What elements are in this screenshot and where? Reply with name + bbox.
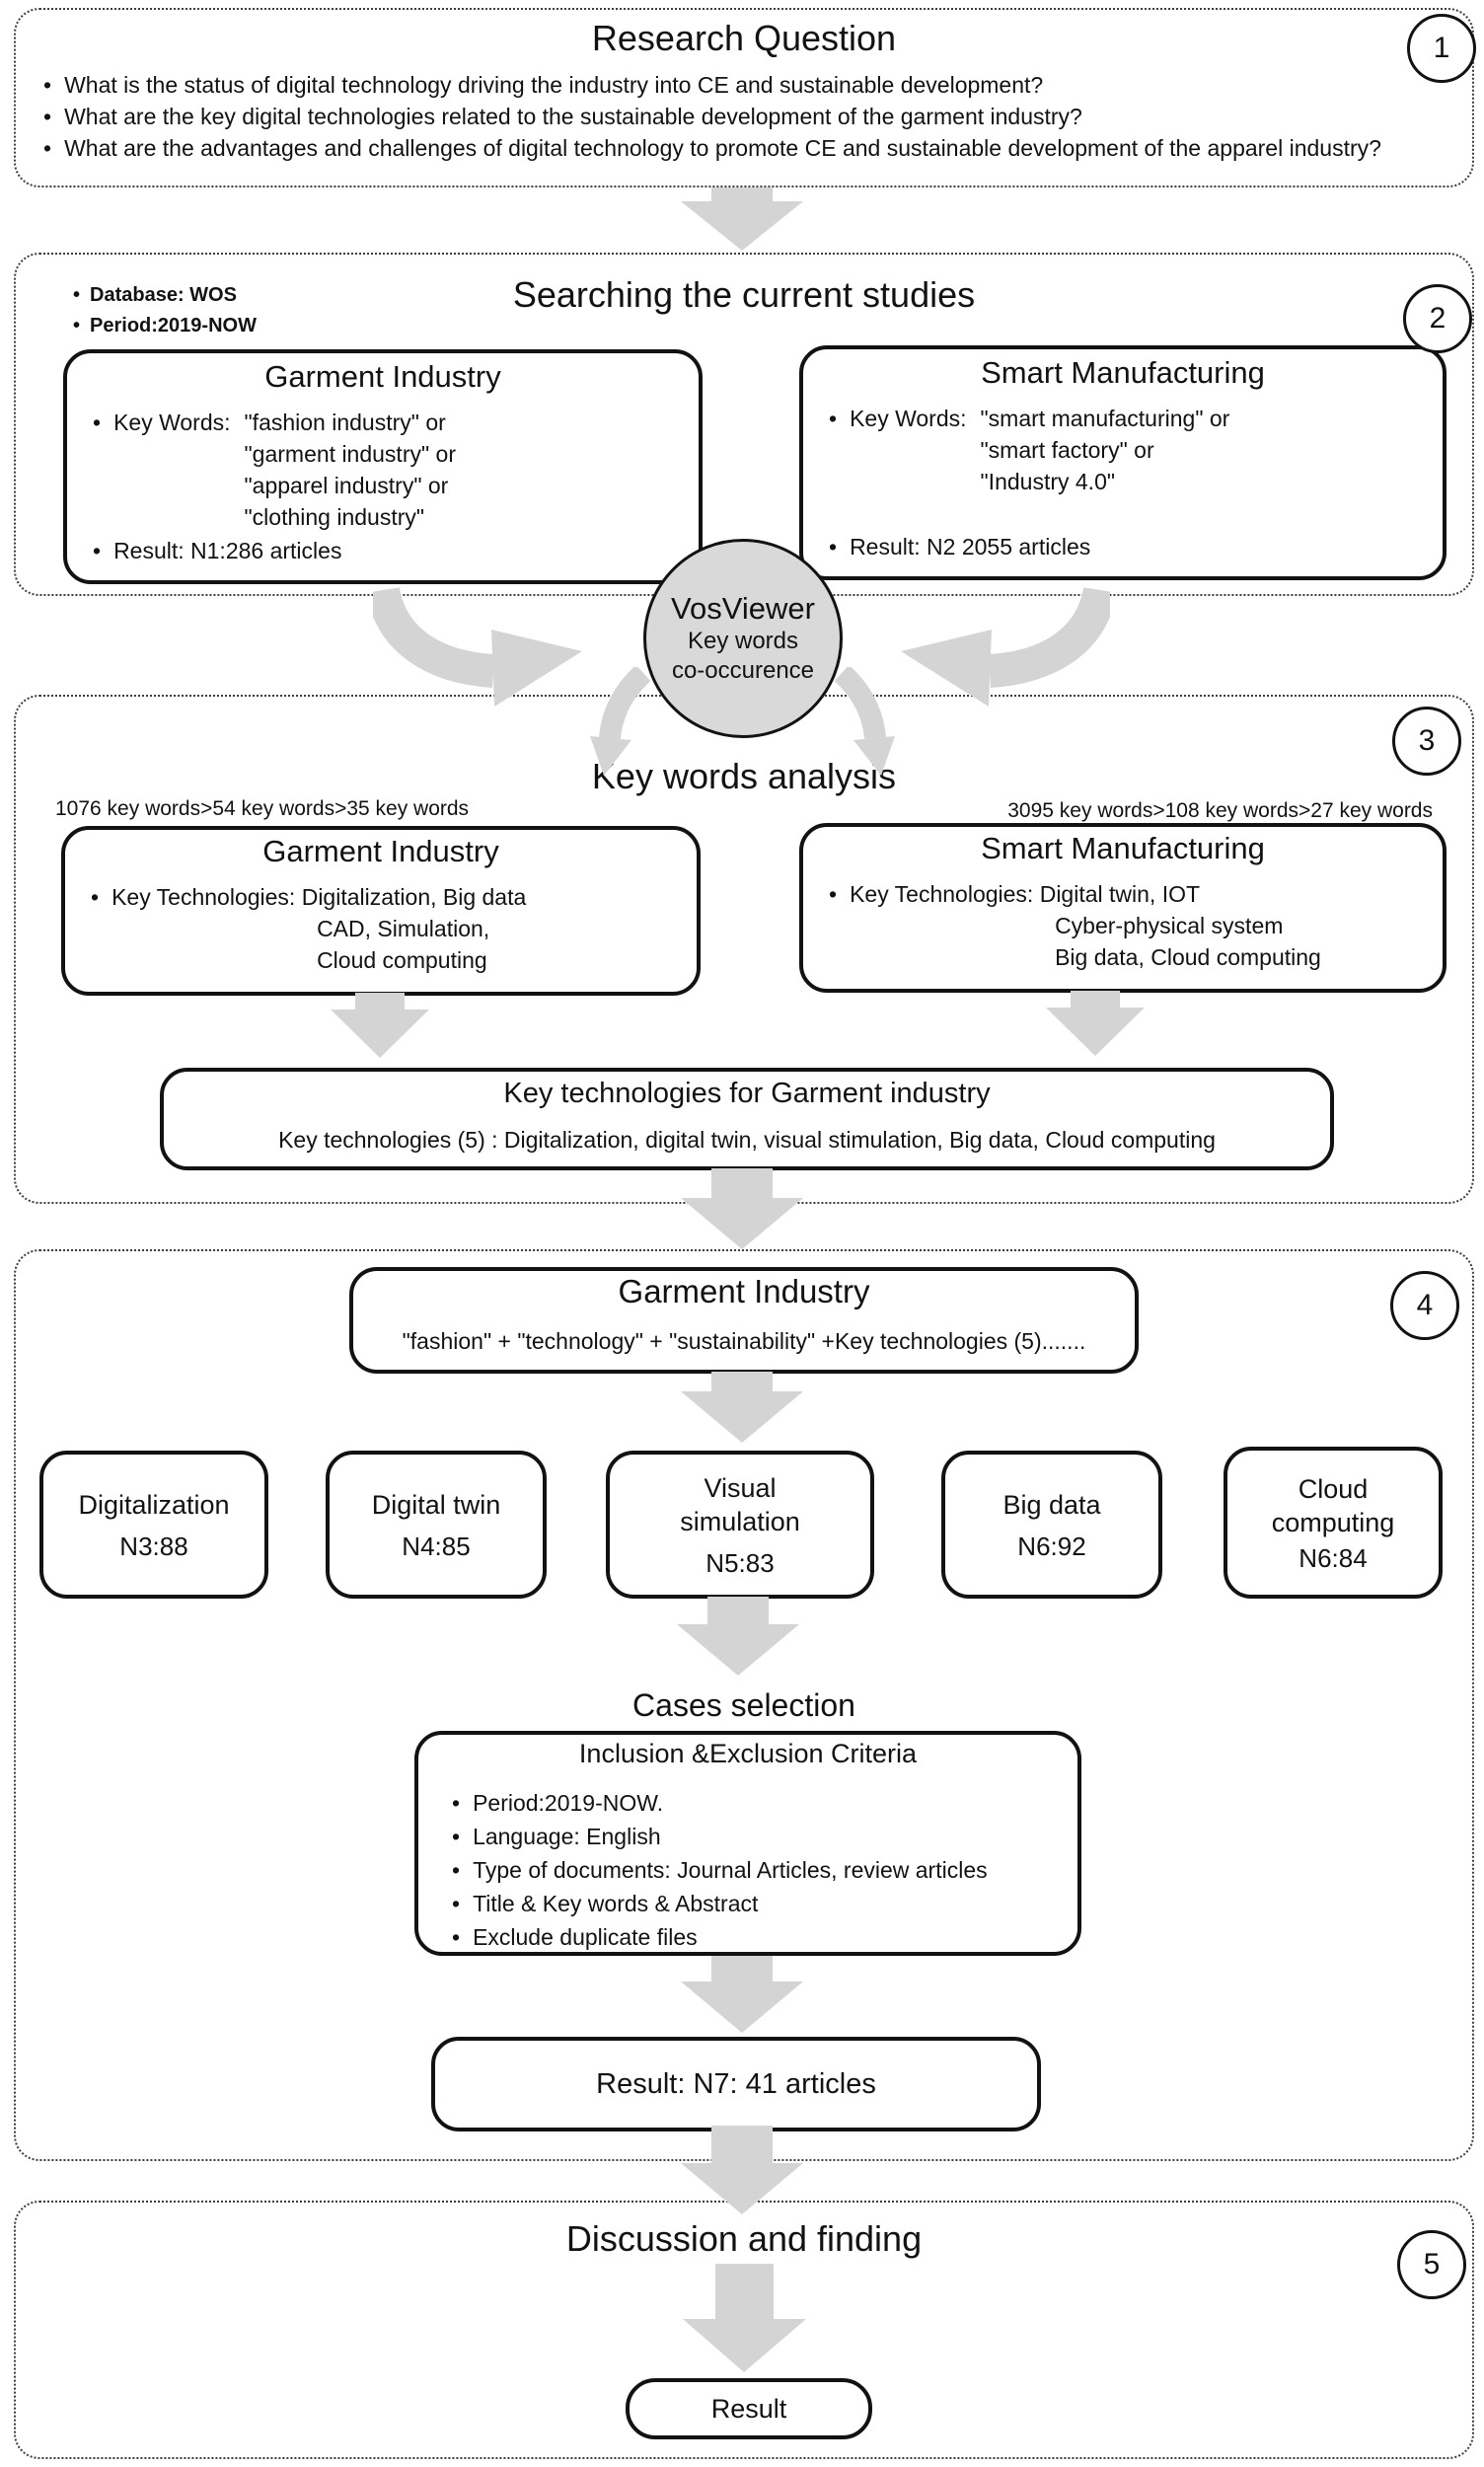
smart-tech-list: Key Technologies: Digital twin, IOT Cybe… [829, 878, 1321, 973]
keyword-line: "fashion industry" or [244, 410, 446, 435]
garment-tech-title: Garment Industry [262, 834, 499, 868]
curved-arrow-right-icon [901, 586, 1110, 707]
section-keywords-analysis: Key words analysis 1076 key words>54 key… [14, 695, 1474, 1204]
research-bullet: What are the advantages and challenges o… [43, 132, 1383, 164]
criteria-bullet: Exclude duplicate files [452, 1920, 988, 1954]
keyword-line: "apparel industry" or [244, 473, 449, 498]
smart-tech-title: Smart Manufacturing [981, 831, 1265, 865]
smart-manufacturing-search-box: Smart Manufacturing Key Words: "smart ma… [799, 345, 1447, 580]
result-n7-box: Result: N7: 41 articles [431, 2037, 1041, 2131]
criteria-bullet: Period:2019-NOW. [452, 1786, 988, 1820]
vosviewer-subtitle: Key words [687, 628, 799, 654]
tech-name: Big data [1002, 1489, 1101, 1520]
tech-box-digital-twin: Digital twin N4:85 [326, 1451, 547, 1599]
garment-keywords: Key Words: "fashion industry" or "garmen… [93, 407, 456, 533]
vosviewer-circle: VosViewer Key words co-occurence [643, 539, 843, 738]
smart-technologies-box: Smart Manufacturing Key Technologies: Di… [799, 823, 1447, 993]
tech-count: N5:83 [705, 1547, 775, 1578]
tech-line: Key Technologies: Digital twin, IOT [850, 881, 1201, 907]
keywords-label: Key Words: [850, 406, 967, 431]
down-arrow-icon [681, 2126, 803, 2214]
result-box: Result [626, 2378, 872, 2439]
down-arrow-icon [683, 2264, 806, 2372]
search-meta: Database: WOS Period:2019-NOW [73, 280, 257, 341]
criteria-title: Inclusion &Exclusion Criteria [578, 1739, 918, 1768]
key-technologies-summary-box: Key technologies for Garment industry Ke… [160, 1068, 1334, 1170]
criteria-bullet: Language: English [452, 1820, 988, 1853]
smart-keywords: Key Words: "smart manufacturing" or "sma… [829, 403, 1229, 497]
down-arrow-icon [681, 1168, 803, 1249]
down-arrow-icon [681, 187, 803, 251]
meta-period: Period:2019-NOW [73, 311, 257, 341]
tech-count: N6:84 [1298, 1542, 1368, 1573]
tech-box-cloud-computing: Cloud computing N6:84 [1224, 1447, 1443, 1599]
screening-header-title: Garment Industry [618, 1273, 870, 1309]
keyword-line: "Industry 4.0" [980, 469, 1116, 494]
tech-line: Key Technologies: Digitalization, Big da… [111, 884, 527, 910]
tech-count: N4:85 [402, 1531, 471, 1561]
tech-count: N3:88 [119, 1531, 188, 1561]
smart-keywords-note: 3095 key words>108 key words>27 key word… [1007, 799, 1433, 822]
step-badge-2: 2 [1403, 284, 1472, 353]
criteria-box: Inclusion &Exclusion Criteria Period:201… [414, 1731, 1081, 1956]
searching-title: Searching the current studies [512, 274, 976, 315]
tech-count: N6:92 [1017, 1531, 1086, 1561]
tech-name: Digital twin [371, 1489, 501, 1520]
section-searching: Searching the current studies Database: … [14, 253, 1474, 596]
keyword-line: "smart factory" or [980, 437, 1154, 463]
criteria-list: Period:2019-NOW. Language: English Type … [452, 1786, 988, 1954]
garment-screening-header-box: Garment Industry "fashion" + "technology… [349, 1267, 1139, 1374]
garment-result: Result: N1:286 articles [93, 535, 341, 566]
step-badge-1: 1 [1407, 14, 1476, 83]
vosviewer-subtitle: co-occurence [671, 657, 815, 684]
tech-name: Digitalization [78, 1489, 230, 1520]
tech-line: Cyber-physical system [1055, 913, 1284, 938]
summary-title: Key technologies for Garment industry [503, 1078, 991, 1109]
garment-tech-list: Key Technologies: Digitalization, Big da… [91, 881, 526, 976]
research-question-title: Research Question [591, 18, 897, 58]
step-badge-5: 5 [1397, 2230, 1466, 2299]
down-arrow-icon [681, 1956, 803, 2033]
tech-line: Cloud computing [317, 947, 487, 973]
garment-technologies-box: Garment Industry Key Technologies: Digit… [61, 826, 701, 996]
curved-arrow-down-right-icon [834, 667, 895, 776]
down-arrow-icon [331, 993, 429, 1058]
criteria-bullet: Type of documents: Journal Articles, rev… [452, 1853, 988, 1887]
garment-keywords-note: 1076 key words>54 key words>35 key words [55, 797, 470, 820]
smart-result: Result: N2 2055 articles [829, 531, 1090, 562]
smart-box-title: Smart Manufacturing [981, 355, 1265, 390]
section-research-question: Research Question What is the status of … [14, 8, 1474, 187]
discussion-title: Discussion and finding [565, 2218, 923, 2259]
keywords-label: Key Words: [113, 410, 231, 435]
keyword-line: "garment industry" or [244, 441, 456, 467]
tech-name: Cloud computing [1271, 1473, 1395, 1537]
down-arrow-icon [1046, 991, 1145, 1056]
tech-box-visual-simulation: Visual simulation N5:83 [606, 1451, 874, 1599]
down-arrow-icon [681, 1372, 803, 1443]
screening-header-subtitle: "fashion" + "technology" + "sustainabili… [402, 1328, 1086, 1354]
research-bullet: What are the key digital technologies re… [43, 101, 1383, 132]
keyword-line: "smart manufacturing" or [980, 406, 1230, 431]
tech-line: Big data, Cloud computing [1055, 944, 1321, 970]
summary-subtitle: Key technologies (5) : Digitalization, d… [278, 1127, 1216, 1153]
vosviewer-title: VosViewer [671, 591, 815, 626]
garment-box-title: Garment Industry [264, 359, 501, 394]
tech-name: Visual simulation [680, 1472, 800, 1536]
keywords-analysis-title: Key words analysis [591, 756, 897, 796]
tech-line: CAD, Simulation, [317, 916, 490, 941]
tech-box-big-data: Big data N6:92 [941, 1451, 1162, 1599]
curved-arrow-left-icon [373, 586, 582, 707]
curved-arrow-down-left-icon [590, 667, 651, 776]
cases-selection-title: Cases selection [632, 1687, 855, 1723]
keyword-line: "clothing industry" [244, 504, 425, 530]
step-badge-4: 4 [1390, 1271, 1459, 1340]
step-badge-3: 3 [1392, 707, 1461, 776]
garment-industry-search-box: Garment Industry Key Words: "fashion ind… [63, 349, 703, 584]
research-question-list: What is the status of digital technology… [43, 69, 1383, 164]
research-bullet: What is the status of digital technology… [43, 69, 1383, 101]
criteria-bullet: Title & Key words & Abstract [452, 1887, 988, 1920]
tech-box-digitalization: Digitalization N3:88 [39, 1451, 268, 1599]
down-arrow-icon [677, 1597, 799, 1676]
meta-database: Database: WOS [73, 280, 257, 311]
